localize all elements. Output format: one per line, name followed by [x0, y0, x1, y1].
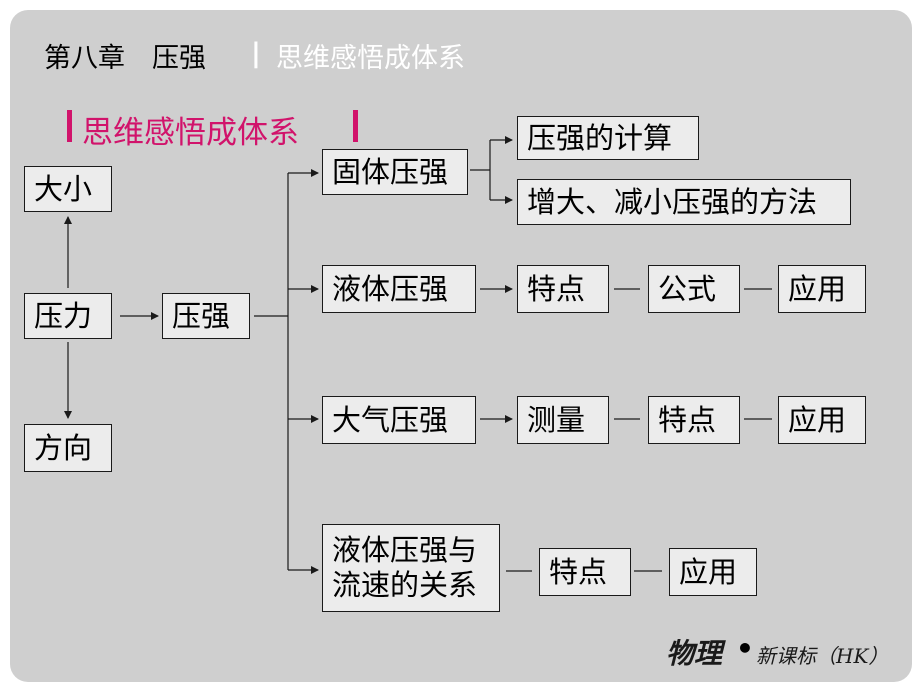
- footer-edition: 新课标（HK）: [756, 644, 889, 668]
- node-force: 压力: [24, 293, 112, 339]
- heading-bar-right: [353, 110, 358, 142]
- section-heading: 思维感悟成体系: [82, 115, 299, 151]
- footer-dot: •: [736, 632, 754, 665]
- node-flow-line2: 流速的关系: [332, 568, 478, 602]
- node-air-pressure: 大气压强: [322, 396, 476, 444]
- heading-bar-left: [67, 110, 72, 142]
- header-chapter-title: 第八章 压强: [44, 43, 206, 74]
- footer-subject: 物理: [666, 637, 723, 670]
- node-air-application: 应用: [778, 396, 866, 444]
- node-liquid-pressure: 液体压强: [322, 265, 476, 313]
- node-pressure: 压强: [162, 293, 250, 339]
- node-size: 大小: [24, 166, 112, 212]
- node-solid-pressure: 固体压强: [322, 149, 468, 195]
- node-flow-feature: 特点: [539, 548, 631, 596]
- node-flow-application: 应用: [669, 548, 757, 596]
- node-direction: 方向: [24, 424, 112, 472]
- node-liquid-feature: 特点: [517, 265, 609, 313]
- node-liquid-formula: 公式: [648, 265, 740, 313]
- node-flow-line1: 液体压强与: [332, 533, 478, 568]
- node-solid-calc: 压强的计算: [517, 116, 699, 160]
- node-air-measure: 测量: [517, 396, 609, 444]
- header-separator: |: [251, 38, 261, 69]
- node-solid-methods: 增大、减小压强的方法: [517, 179, 851, 225]
- node-flow-relation: 液体压强与 流速的关系: [322, 524, 500, 612]
- header-section-title: 思维感悟成体系: [276, 43, 465, 74]
- node-liquid-application: 应用: [778, 265, 866, 313]
- node-air-feature: 特点: [648, 396, 740, 444]
